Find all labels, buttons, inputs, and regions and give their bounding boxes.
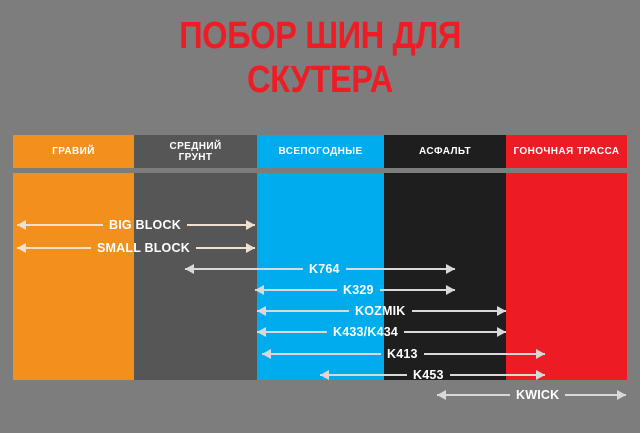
column-band-4 [506,173,627,380]
column-band-1 [134,173,257,380]
column-band-0 [13,173,134,380]
column-header-0: ГРАВИЙ [13,135,134,168]
tire-model-label: KWICK [516,388,560,402]
tire-range-row-kwick: KWICK [437,387,626,403]
column-header-4: ГОНОЧНАЯ ТРАССА [506,135,627,168]
page-title: ПОБОР ШИН ДЛЯ СКУТЕРА [179,15,461,101]
column-header-3: АСФАЛЬТ [384,135,506,168]
arrow-right-icon [565,387,626,403]
column-band-3 [384,173,506,380]
column-band-2 [257,173,384,380]
arrow-left-icon [437,387,510,403]
column-header-1: СРЕДНИЙ ГРУНТ [134,135,257,168]
column-header-2: ВСЕПОГОДНЫЕ [257,135,384,168]
